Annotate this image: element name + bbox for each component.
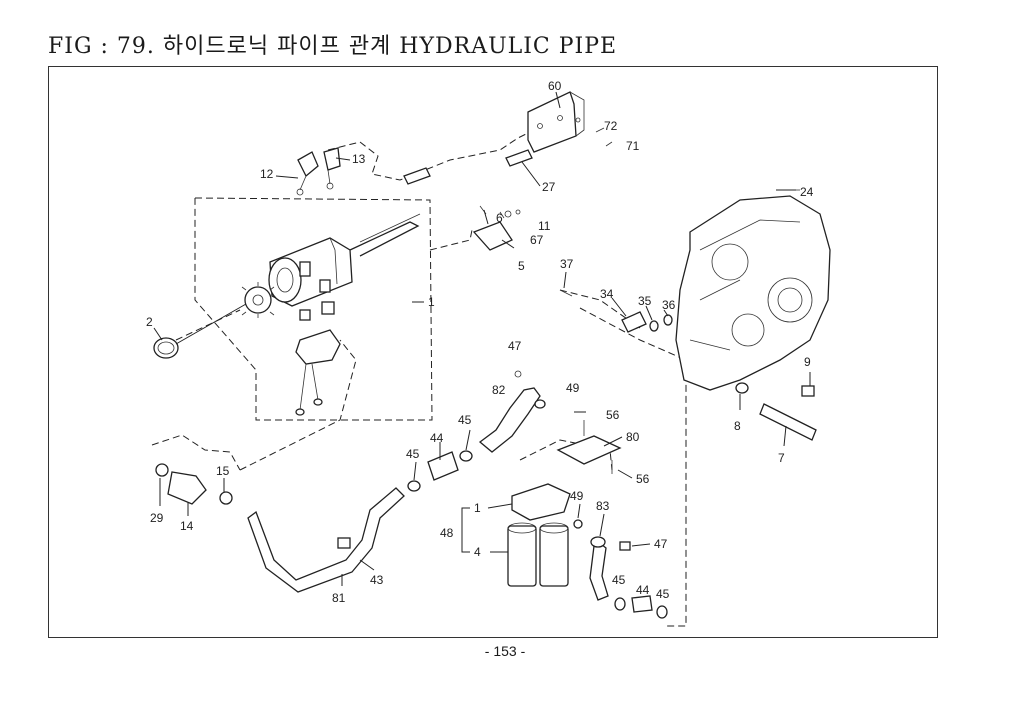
callout-8: 8	[734, 419, 741, 433]
callout-27: 27	[542, 180, 556, 194]
callout-45-upper: 45	[458, 413, 472, 427]
callout-45-middle: 45	[406, 447, 420, 461]
callout-81: 81	[332, 591, 346, 605]
callout-56-top: 56	[606, 408, 620, 422]
callout-35: 35	[638, 294, 652, 308]
callout-4: 4	[474, 545, 481, 559]
callout-82: 82	[492, 383, 506, 397]
callout-14: 14	[180, 519, 194, 533]
diagram-frame	[48, 66, 938, 638]
oil-filter-unit	[507, 420, 668, 619]
callout-56-bottom: 56	[636, 472, 650, 486]
callout-12: 12	[260, 167, 274, 181]
transmission-housing	[559, 189, 831, 441]
leader-lines	[153, 91, 811, 586]
callout-47-bottom: 47	[654, 537, 668, 551]
callout-13: 13	[352, 152, 366, 166]
callout-60: 60	[548, 79, 562, 93]
hydraulic-pump-assembly	[153, 147, 421, 416]
callout-labels: 60 72 71 13 12 27 6 11 67 5 24 37 34 35 …	[146, 79, 814, 605]
callout-5: 5	[518, 259, 525, 273]
callout-43: 43	[370, 573, 384, 587]
callout-29: 29	[150, 511, 164, 525]
callout-48: 48	[440, 526, 454, 540]
callout-45-lower-right: 45	[656, 587, 670, 601]
callout-44-lower: 44	[636, 583, 650, 597]
callout-67: 67	[530, 233, 544, 247]
callout-80: 80	[626, 430, 640, 444]
callout-47-top: 47	[508, 339, 522, 353]
callout-2: 2	[146, 315, 153, 329]
callout-7: 7	[778, 451, 785, 465]
callout-44-upper: 44	[430, 431, 444, 445]
callout-45-lower-left: 45	[612, 573, 626, 587]
callout-11: 11	[538, 219, 551, 233]
callout-34: 34	[600, 287, 614, 301]
hydraulic-pipes	[155, 370, 546, 593]
callout-83: 83	[596, 499, 610, 513]
callout-49-bottom: 49	[570, 489, 584, 503]
callout-36: 36	[662, 298, 676, 312]
callout-9: 9	[804, 355, 811, 369]
callout-72: 72	[604, 119, 618, 133]
callout-15: 15	[216, 464, 230, 478]
figure-title: FIG : 79. 하이드로닉 파이프 관계 HYDRAULIC PIPE	[48, 34, 618, 59]
callout-71: 71	[626, 139, 640, 153]
callout-1-pump: 1	[428, 295, 435, 309]
callout-24: 24	[800, 185, 814, 199]
page-number: - 153 -	[484, 643, 526, 659]
callout-1-filter: 1	[474, 501, 481, 515]
callout-37: 37	[560, 257, 574, 271]
callout-6: 6	[496, 211, 503, 225]
callout-49-top: 49	[566, 381, 580, 395]
bracket-and-pipe	[403, 91, 613, 185]
